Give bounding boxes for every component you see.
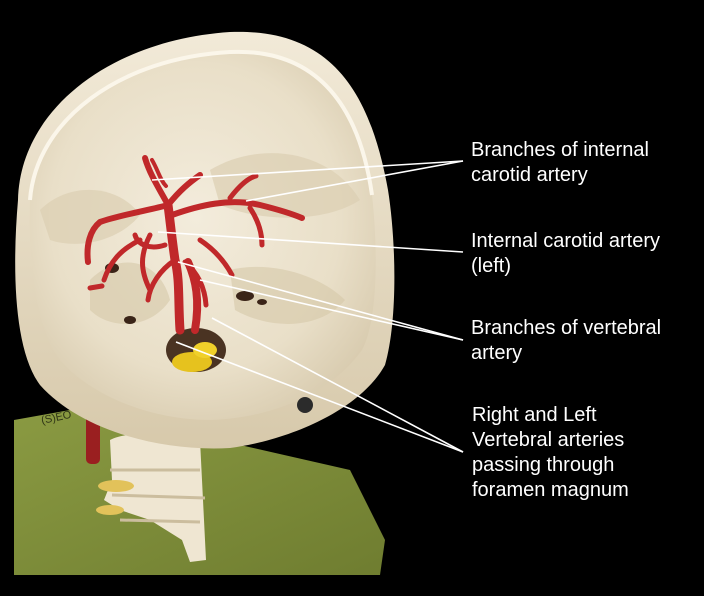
- label-line: Branches of internal: [471, 139, 649, 161]
- label-internal-carotid-left: Internal carotid artery (left): [471, 229, 660, 279]
- leader-line-branches-va-2: [199, 279, 464, 341]
- label-line: Internal carotid artery: [471, 230, 660, 252]
- leader-lines: [151, 160, 464, 453]
- label-line: carotid artery: [471, 164, 588, 186]
- leader-line-vertebral-1: [175, 341, 464, 453]
- label-line: artery: [471, 342, 523, 364]
- cervical-spine: [86, 412, 206, 562]
- label-line: foramen magnum: [472, 479, 629, 501]
- leader-line-branches-ica-2: [245, 160, 464, 202]
- leader-line-ica-left: [157, 231, 464, 253]
- leader-line-branches-va-1: [177, 261, 464, 341]
- label-line: Vertebral arteries: [472, 429, 625, 451]
- label-line: Branches of vertebral: [471, 317, 662, 339]
- leader-line-branches-ica-1: [151, 160, 464, 181]
- label-line: (left): [471, 255, 511, 277]
- leader-line-vertebral-2: [211, 317, 464, 453]
- label-branches-internal-carotid: Branches of internal carotid artery: [471, 138, 649, 188]
- label-line: passing through: [472, 454, 615, 476]
- skull-shell: [15, 31, 395, 449]
- label-branches-vertebral: Branches of vertebral artery: [471, 316, 661, 366]
- label-vertebral-arteries: Right and Left Vertebral arteries passin…: [472, 403, 629, 503]
- label-line: Right and Left: [472, 404, 597, 426]
